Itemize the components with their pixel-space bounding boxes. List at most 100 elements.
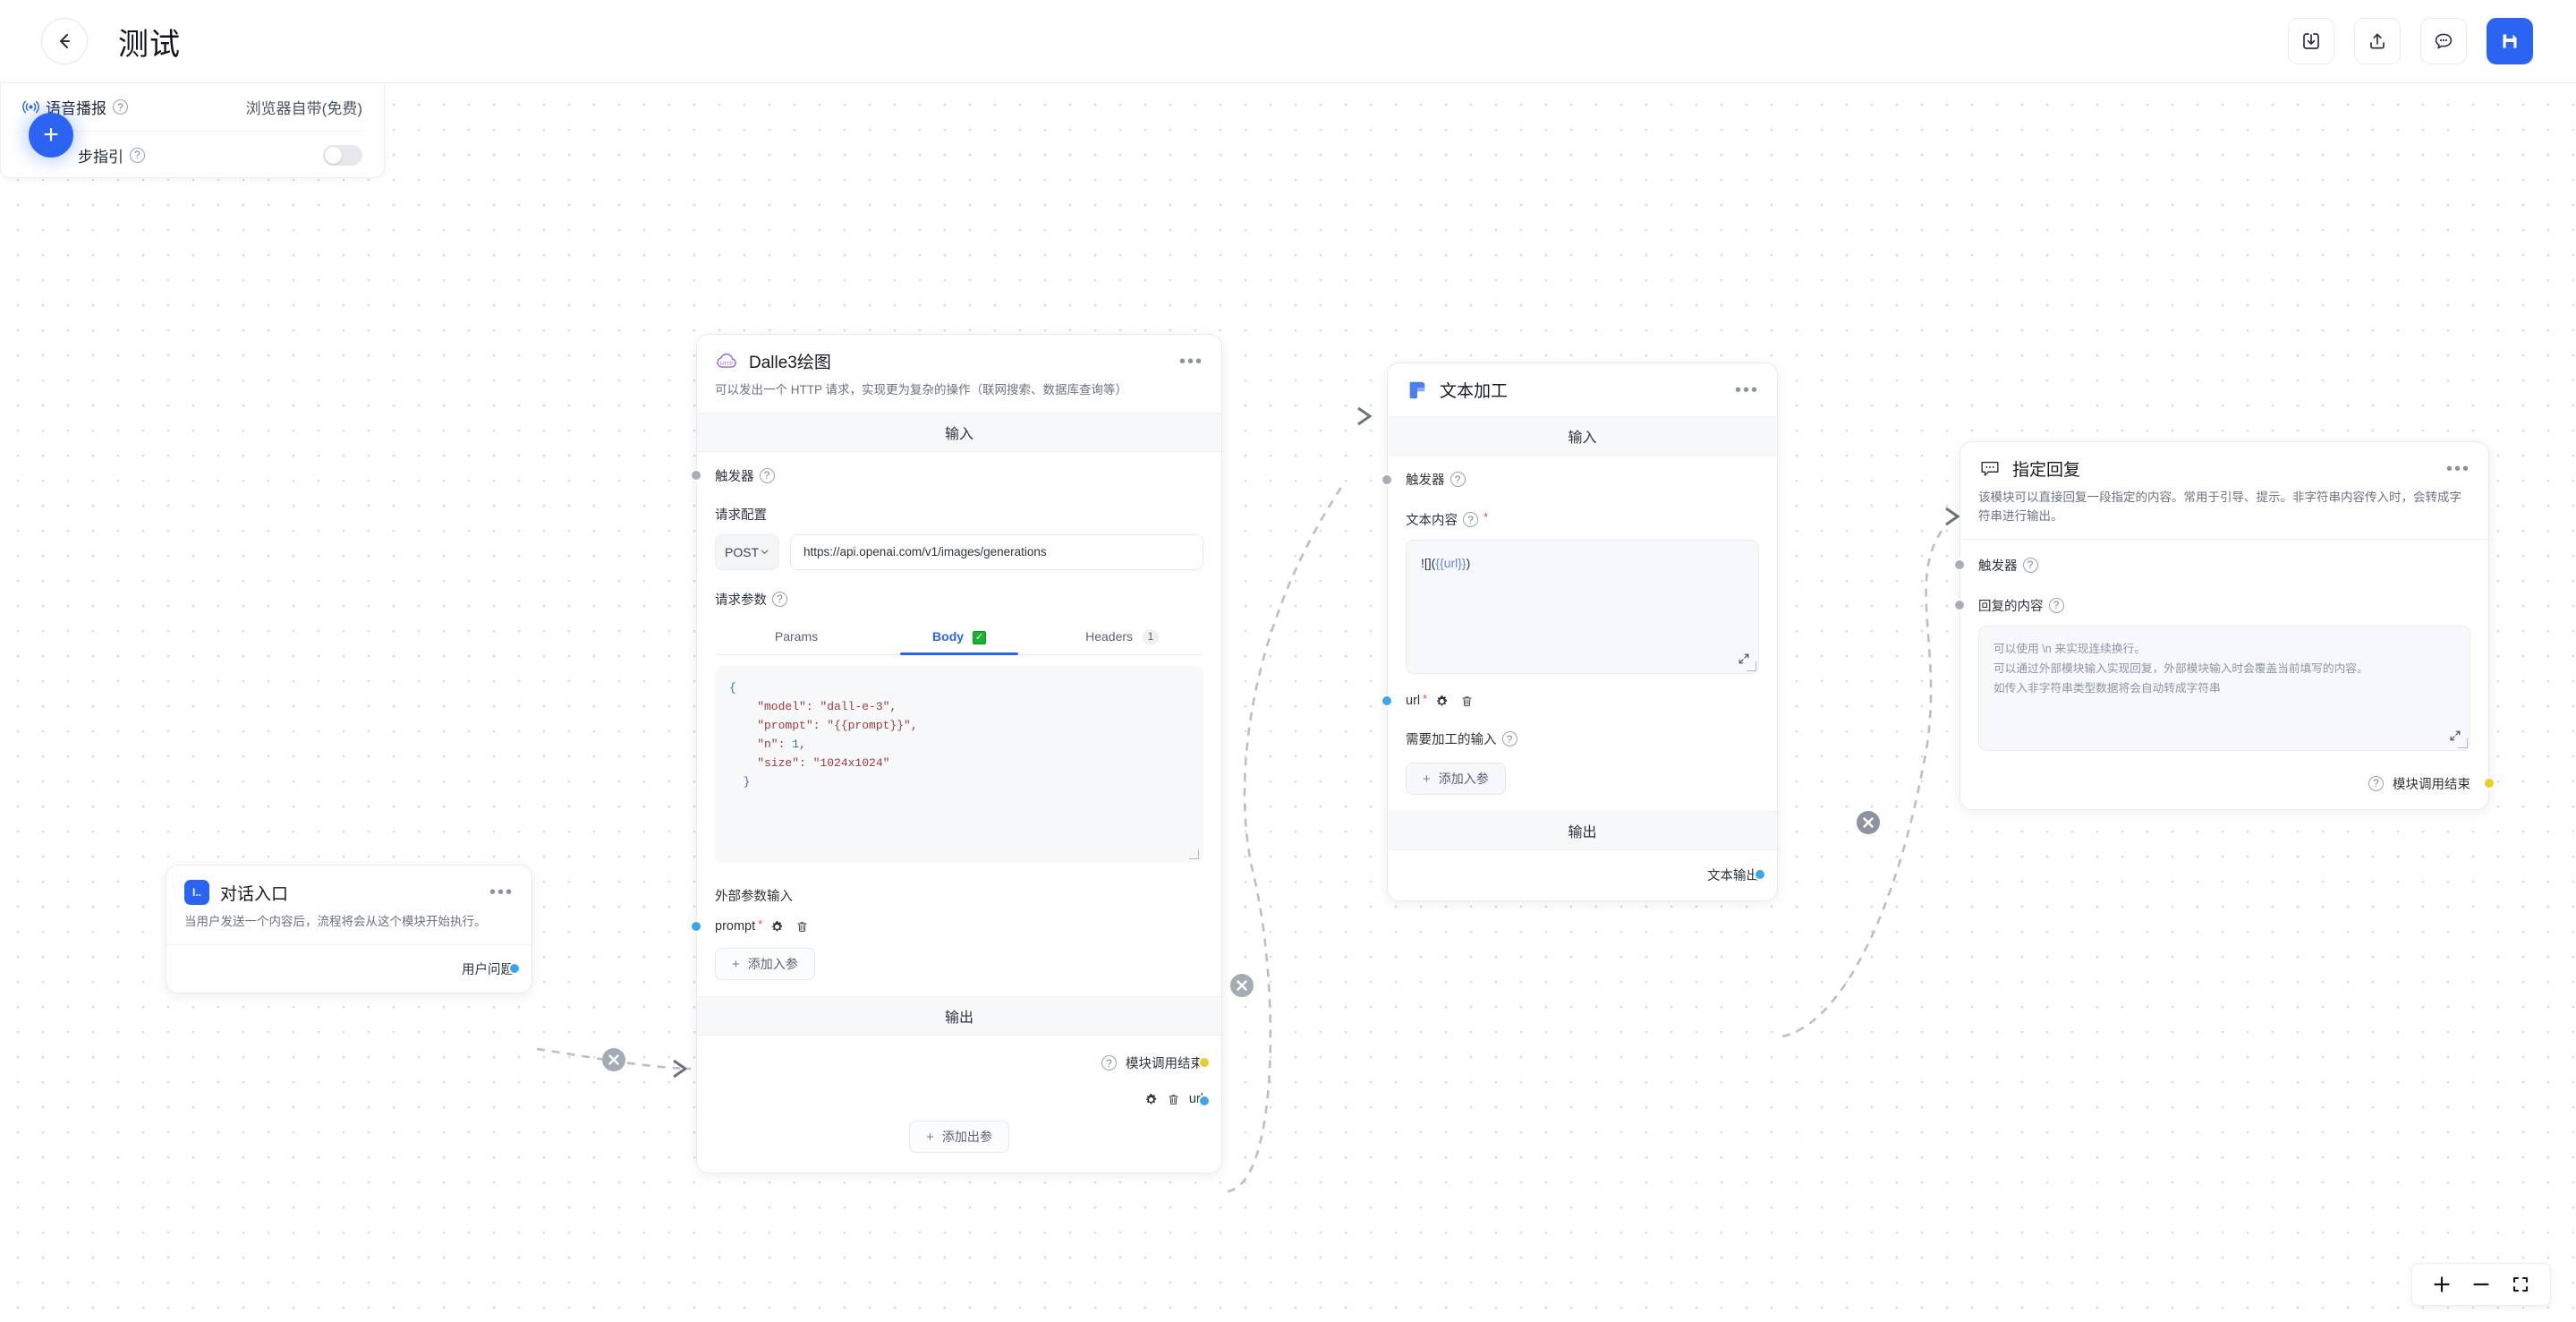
help-icon[interactable]: ?	[2048, 597, 2064, 613]
node-header: 文本加工 •••	[1388, 363, 1777, 416]
upload-icon	[2370, 33, 2385, 49]
output-row-text: 文本输出	[1406, 866, 1766, 884]
export-button[interactable]	[2354, 18, 2401, 64]
input-param-url-row: url *	[1381, 692, 1759, 708]
input-port-prompt[interactable]	[690, 920, 702, 934]
code-line-5: "size": "1024x1024"	[729, 756, 890, 771]
node-output-body: ? 模块调用结束 url	[697, 1036, 1221, 1173]
help-icon[interactable]: ?	[2022, 557, 2038, 573]
body-valid-check-icon: ✓	[972, 630, 986, 644]
output-port-user-question[interactable]	[508, 961, 521, 975]
expand-icon[interactable]	[1738, 652, 1750, 665]
input-port-trigger[interactable]	[690, 469, 702, 482]
param-settings-button[interactable]	[770, 920, 784, 934]
help-icon[interactable]: ?	[130, 147, 145, 163]
help-icon[interactable]: ?	[1463, 512, 1478, 527]
input-port-trigger[interactable]	[1381, 473, 1393, 486]
text-content-token: {{url}}	[1435, 556, 1467, 570]
node-text-processing[interactable]: 文本加工 ••• 输入 触发器 ? 文本内容 ? *	[1381, 362, 1778, 901]
input-port-url[interactable]	[1381, 695, 1393, 707]
guide-toggle[interactable]	[323, 144, 362, 166]
param-delete-button[interactable]	[1460, 695, 1474, 708]
gear-icon	[1437, 695, 1448, 705]
minus-icon	[2473, 1283, 2489, 1286]
output-port-text[interactable]	[1754, 868, 1766, 881]
section-input: 输入	[1388, 416, 1777, 456]
voice-broadcast-value: 浏览器自带(免费)	[245, 100, 362, 117]
help-icon[interactable]: ?	[1450, 472, 1466, 487]
text-content-editor[interactable]: ![]({{url}})	[1406, 540, 1759, 674]
trigger-row: 触发器 ?	[1381, 470, 1759, 489]
node-dialog-entry[interactable]: I.. 对话入口 ••• 当用户发送一个内容后，流程将会从这个模块开始执行。 用…	[166, 865, 532, 994]
chevron-down-icon	[761, 550, 769, 555]
edge-delete-button[interactable]	[1230, 974, 1254, 997]
node-input-body: 触发器 ? 回复的内容 ? 可以使用 \n 来实现连续换行。 可以通过外部模块输…	[1953, 540, 2495, 809]
chat-button[interactable]	[2420, 18, 2467, 64]
http-url-input[interactable]: https://api.openai.com/v1/images/generat…	[790, 533, 1203, 570]
input-port-reply-content[interactable]	[1953, 599, 1966, 612]
request-body-editor[interactable]: { "model": "dall-e-3", "prompt": "{{prom…	[715, 666, 1203, 864]
node-http-request[interactable]: HTTP Dalle3绘图 ••• 可以发出一个 HTTP 请求，实现更为复杂的…	[690, 334, 1222, 1174]
voice-broadcast-row[interactable]: 语音播报 ? 浏览器自带(免费)	[22, 83, 362, 131]
save-button[interactable]	[2487, 18, 2533, 64]
node-menu-button[interactable]: •••	[489, 883, 514, 902]
back-button[interactable]	[41, 18, 88, 64]
param-settings-button[interactable]	[1435, 695, 1449, 708]
output-port-module-end[interactable]	[2483, 776, 2495, 789]
gear-icon	[772, 920, 783, 932]
guide-row[interactable]: 步指引 ?	[22, 131, 362, 178]
tab-body[interactable]: Body ✓	[878, 621, 1041, 656]
output-port-module-end[interactable]	[1198, 1056, 1211, 1070]
output-settings-button[interactable]	[1144, 1093, 1158, 1106]
tab-headers[interactable]: Headers 1	[1041, 621, 1203, 654]
resize-handle[interactable]	[2458, 738, 2468, 748]
node-title: 对话入口	[220, 884, 289, 904]
workflow-canvas[interactable]: I.. 对话入口 ••• 当用户发送一个内容后，流程将会从这个模块开始执行。 用…	[0, 83, 2576, 1322]
help-icon[interactable]: ?	[772, 591, 787, 607]
output-port-url[interactable]	[1198, 1095, 1211, 1108]
code-line-4-number: 1	[792, 738, 800, 752]
edge-delete-button[interactable]	[602, 1048, 625, 1071]
node-title: 文本加工	[1440, 382, 1509, 401]
node-menu-button[interactable]: •••	[1178, 351, 1203, 371]
help-icon[interactable]: ?	[2368, 775, 2384, 791]
expand-icon[interactable]	[2449, 729, 2461, 742]
add-input-param-button[interactable]: +添加入参	[1406, 763, 1506, 795]
tab-params[interactable]: Params	[774, 628, 819, 644]
resize-handle[interactable]	[1189, 849, 1199, 860]
trigger-label: 触发器	[1406, 473, 1445, 488]
param-delete-button[interactable]	[795, 920, 809, 934]
need-process-input-label: 需要加工的输入 ?	[1406, 729, 1759, 748]
input-port-trigger[interactable]	[1953, 559, 1966, 572]
plus-icon: +	[43, 120, 59, 149]
code-line-2: "model": "dall-e-3",	[729, 700, 897, 714]
fit-screen-button[interactable]	[2511, 1275, 2530, 1294]
import-button[interactable]	[2288, 18, 2334, 64]
edge-delete-button[interactable]	[1857, 811, 1880, 834]
node-specified-reply[interactable]: 指定回复 ••• 该模块可以直接回复一段指定的内容。常用于引导、提示。非字符串内…	[1953, 441, 2495, 810]
node-description: 当用户发送一个内容后，流程将会从这个模块开始执行。	[184, 915, 487, 928]
help-icon[interactable]: ?	[759, 467, 775, 483]
text-processing-icon	[1409, 381, 1425, 398]
add-node-button[interactable]: +	[29, 113, 73, 158]
zoom-in-button[interactable]	[2432, 1275, 2452, 1294]
reply-content-editor[interactable]: 可以使用 \n 来实现连续换行。 可以通过外部模块输入实现回复，外部模块输入时会…	[1978, 625, 2470, 751]
help-icon[interactable]: ?	[1101, 1055, 1117, 1071]
output-delete-button[interactable]	[1167, 1093, 1180, 1106]
required-marker: *	[758, 917, 763, 931]
chat-bubble-icon	[2435, 33, 2453, 49]
resize-handle[interactable]	[1747, 661, 1756, 671]
placeholder-line-1: 可以使用 \n 来实现连续换行。	[1994, 642, 2146, 655]
trigger-row: 触发器 ?	[690, 466, 1203, 485]
plus-icon	[2434, 1276, 2450, 1292]
zoom-out-button[interactable]	[2471, 1275, 2491, 1294]
node-menu-button[interactable]: •••	[2445, 458, 2470, 479]
node-menu-button[interactable]: •••	[1734, 380, 1759, 400]
output-row-url: url	[715, 1092, 1211, 1108]
add-output-param-button[interactable]: +添加出参	[909, 1121, 1009, 1154]
request-config-label: 请求配置	[715, 507, 767, 523]
http-method-select[interactable]: POST	[715, 533, 779, 570]
add-input-param-button[interactable]: +添加入参	[715, 948, 815, 981]
help-icon[interactable]: ?	[1501, 731, 1518, 746]
help-icon[interactable]: ?	[113, 99, 128, 115]
